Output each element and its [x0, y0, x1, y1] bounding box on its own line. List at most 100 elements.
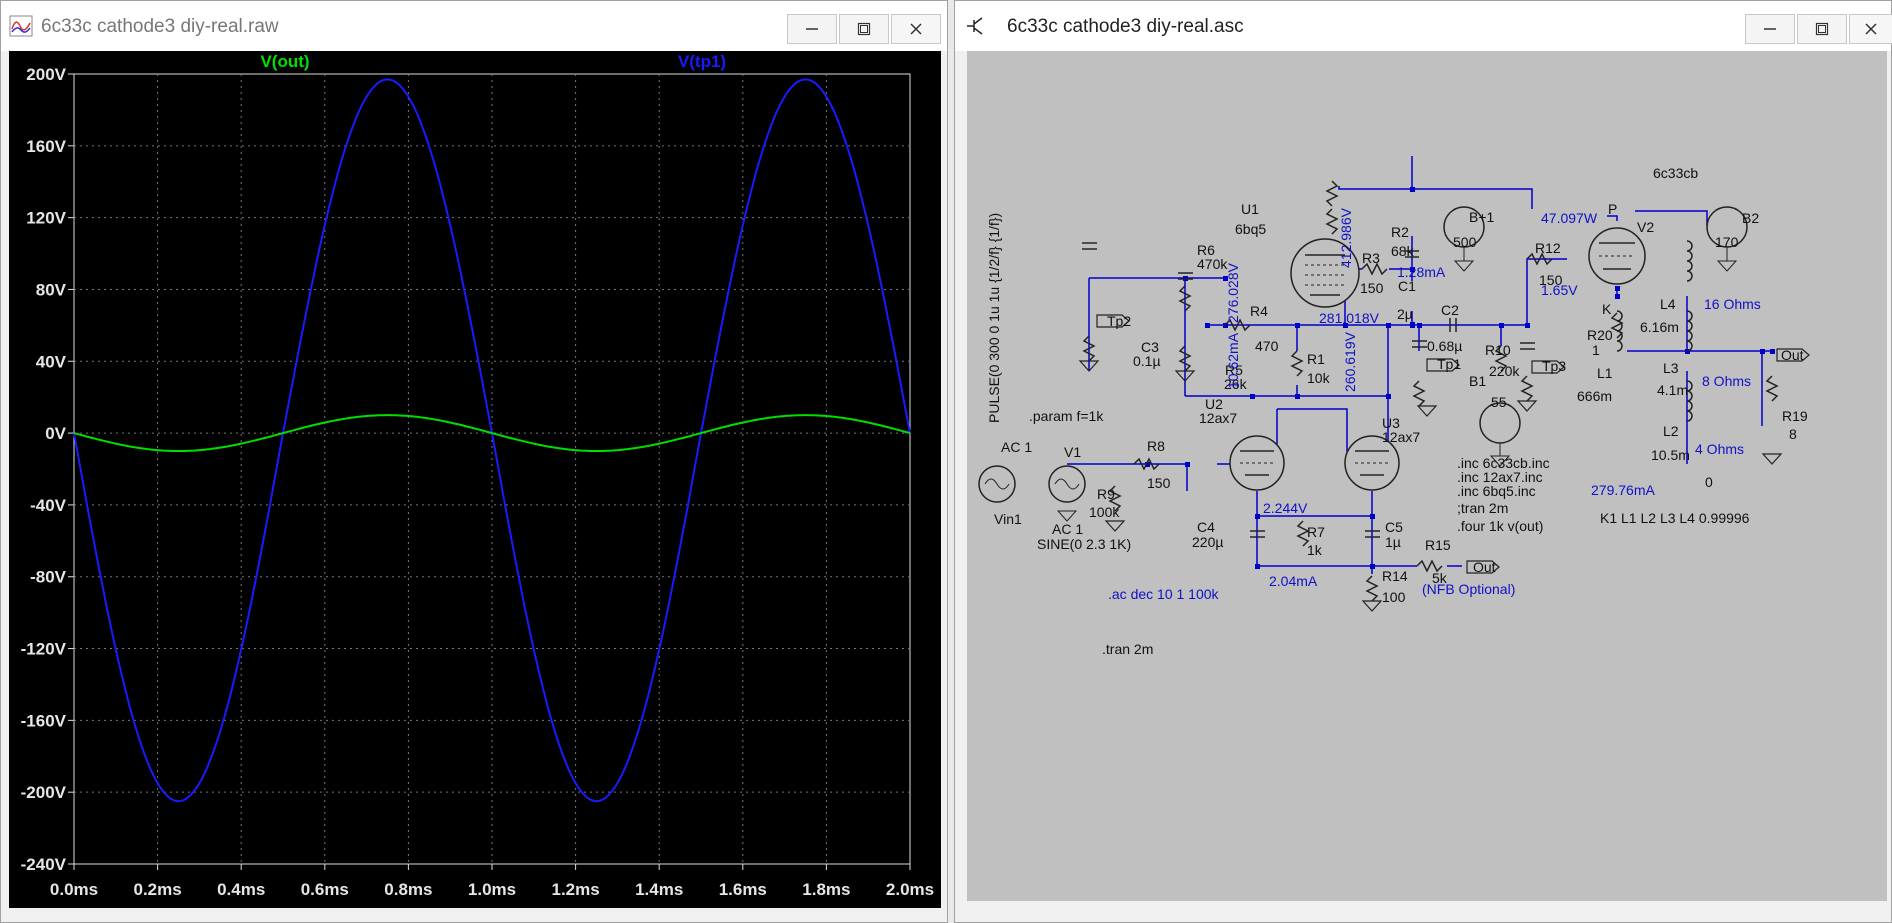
schematic-titlebar[interactable]: 6c33c cathode3 diy-real.asc	[955, 1, 1892, 51]
current-annotation-128: 1.28mA	[1397, 264, 1446, 280]
nfb-note: (NFB Optional)	[1422, 581, 1515, 597]
r12-value: 150	[1539, 272, 1563, 288]
inc-6c33cb: .inc 6c33cb.inc	[1457, 455, 1550, 471]
u1-label: U1	[1241, 201, 1259, 217]
operating-point-annotations: 412.986V 276.028V 1.28mA 281.018V 10.62m…	[1108, 207, 1761, 602]
c5-value: 1µ	[1385, 534, 1401, 550]
r12-label: R12	[1535, 240, 1561, 256]
r3-label: R3	[1362, 250, 1380, 266]
r8-label: R8	[1147, 438, 1165, 454]
minimize-icon	[1764, 28, 1776, 30]
tube-u2[interactable]	[1229, 435, 1285, 491]
param-directive: .param f=1k	[1029, 408, 1104, 424]
legend-vout[interactable]: V(out)	[260, 52, 309, 71]
battery-b1[interactable]	[1479, 402, 1521, 467]
l1-value: 666m	[1577, 388, 1612, 404]
x-tick-label: 1.6ms	[719, 880, 767, 899]
model-6c33cb-label: 6c33cb	[1653, 165, 1698, 181]
r2-value: 68k	[1391, 243, 1415, 259]
r15-label: R15	[1425, 537, 1451, 553]
l3-label: L3	[1663, 360, 1679, 376]
x-tick-label: 1.2ms	[551, 880, 599, 899]
schematic-drawing[interactable]: PULSE(0 300 0 1u 1u {1/2/f} {1/f}) .para…	[967, 51, 1887, 901]
r5-value: 26k	[1224, 376, 1248, 392]
r9-label: R9	[1097, 486, 1115, 502]
battery-bplus1[interactable]	[1443, 206, 1485, 272]
node-zero-label: 0	[1705, 474, 1713, 490]
four-directive: .four 1k v(out)	[1457, 518, 1543, 534]
schematic-minimize-button[interactable]	[1745, 14, 1795, 44]
tp2-flag: Tp2	[1107, 313, 1131, 329]
y-axis: 200V160V120V80V40V0V-40V-80V-120V-160V-2…	[21, 65, 74, 874]
battery-b2[interactable]	[1706, 206, 1748, 272]
coupling-directive: K1 L1 L2 L3 L4 0.99996	[1600, 510, 1750, 526]
x-tick-label: 0.6ms	[301, 880, 349, 899]
tap-4-ohms: 4 Ohms	[1695, 441, 1744, 457]
b2-label: B2	[1742, 210, 1759, 226]
r6-label: R6	[1197, 242, 1215, 258]
y-tick-label: -80V	[30, 568, 67, 587]
schematic-window: 6c33c cathode3 diy-real.asc	[954, 0, 1892, 923]
tp1-flag: Tp1	[1437, 356, 1461, 372]
b1-value: 55	[1491, 394, 1507, 410]
legend-vtp1[interactable]: V(tp1)	[678, 52, 726, 71]
source-vin1[interactable]	[978, 465, 1016, 503]
pin-k-label: K	[1602, 301, 1612, 317]
tp3-flag: Tp3	[1542, 358, 1566, 374]
r3-value: 150	[1360, 280, 1384, 296]
r1-label: R1	[1307, 351, 1325, 367]
schematic-canvas[interactable]: PULSE(0 300 0 1u 1u {1/2/f} {1/f}) .para…	[967, 51, 1887, 901]
current-annotation-204: 2.04mA	[1269, 573, 1318, 589]
source-v1[interactable]	[1048, 465, 1086, 522]
b2-value: 170	[1715, 234, 1739, 250]
c1-value: 2µ	[1397, 306, 1413, 322]
y-tick-label: 40V	[36, 352, 67, 371]
minimize-button[interactable]	[787, 14, 837, 44]
minimize-icon	[806, 28, 818, 30]
grid	[74, 74, 910, 864]
l1-label: L1	[1597, 365, 1613, 381]
x-tick-label: 1.0ms	[468, 880, 516, 899]
grounds	[1078, 360, 1783, 612]
plot-frame	[73, 73, 911, 865]
out-flag-nfb: Out	[1473, 559, 1496, 575]
inc-12ax7: .inc 12ax7.inc	[1457, 469, 1543, 485]
y-tick-label: -240V	[21, 855, 67, 874]
close-button[interactable]	[891, 14, 941, 44]
x-tick-label: 2.0ms	[886, 880, 934, 899]
tran-directive: .tran 2m	[1102, 641, 1153, 657]
pin-p-label: P	[1608, 201, 1617, 217]
y-tick-label: 160V	[26, 137, 66, 156]
restore-icon	[1815, 22, 1829, 36]
waveform-app-icon	[9, 15, 33, 37]
waveform-plot[interactable]: V(out) V(tp1) 200V160V120V80V40V0V-40V-8…	[9, 51, 941, 908]
u2-model-label: 12ax7	[1199, 410, 1237, 426]
voltage-annotation-2244: 2.244V	[1263, 500, 1308, 516]
schematic-window-title: 6c33c cathode3 diy-real.asc	[1007, 16, 1244, 37]
l4-label: L4	[1660, 296, 1676, 312]
schematic-labels: PULSE(0 300 0 1u 1u {1/2/f} {1/f}) .para…	[986, 165, 1808, 657]
tap-16-ohms: 16 Ohms	[1704, 296, 1761, 312]
waveform-titlebar[interactable]: 6c33c cathode3 diy-real.raw	[1, 1, 947, 51]
voltage-annotation-260: 260.619V	[1342, 331, 1358, 392]
tube-v2[interactable]	[1588, 227, 1646, 285]
r6-value: 470k	[1197, 256, 1228, 272]
waveform-statusbar	[1, 908, 947, 922]
inductors	[1616, 240, 1693, 422]
schematic-maximize-button[interactable]	[1797, 14, 1847, 44]
tube-u3[interactable]	[1344, 435, 1400, 491]
x-tick-label: 1.8ms	[802, 880, 850, 899]
bplus1-value: 500	[1453, 234, 1477, 250]
c3-label: C3	[1141, 339, 1159, 355]
maximize-button[interactable]	[839, 14, 889, 44]
tube-u1[interactable]	[1290, 238, 1360, 308]
r1-value: 10k	[1307, 370, 1331, 386]
c4-label: C4	[1197, 519, 1215, 535]
waveform-window: 6c33c cathode3 diy-real.raw V(out) V(tp1…	[0, 0, 948, 923]
schematic-close-button[interactable]	[1849, 14, 1892, 44]
tran-commented: ;tran 2m	[1457, 500, 1508, 516]
c2-value: 0.68µ	[1427, 338, 1462, 354]
l4-value: 6.16m	[1640, 319, 1679, 335]
